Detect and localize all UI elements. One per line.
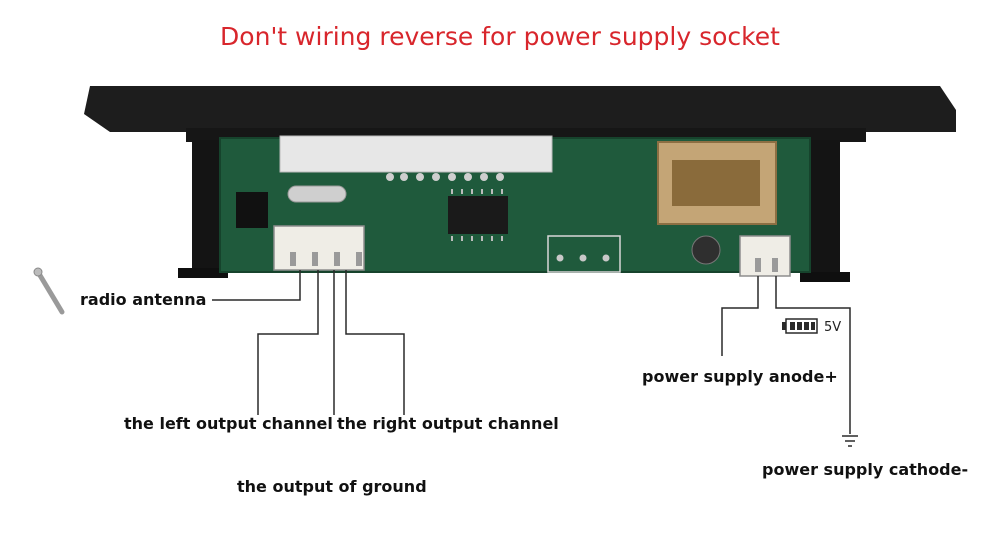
label-radio-antenna: radio antenna bbox=[80, 290, 207, 309]
pads bbox=[556, 254, 610, 262]
amplifier-chip-pins bbox=[451, 189, 503, 241]
capacitor bbox=[691, 235, 721, 265]
antenna-leader bbox=[212, 270, 301, 301]
battery-icon bbox=[782, 318, 818, 334]
warning-headline: Don't wiring reverse for power supply so… bbox=[220, 22, 780, 51]
label-power-cathode: power supply cathode- bbox=[762, 460, 969, 479]
ground-symbol bbox=[842, 435, 858, 447]
left-bracket bbox=[192, 140, 220, 278]
antenna-symbol bbox=[33, 267, 65, 315]
right-channel-leader bbox=[345, 270, 405, 415]
voltage-label: 5V bbox=[824, 320, 842, 335]
power-connector bbox=[739, 235, 791, 277]
leader-lines bbox=[212, 270, 851, 434]
crystal-oscillator bbox=[287, 185, 347, 203]
power-connector-pins bbox=[755, 258, 778, 272]
label-power-anode: power supply anode+ bbox=[642, 367, 838, 386]
cathode-leader bbox=[775, 276, 851, 434]
label-right-channel: the right output channel bbox=[337, 414, 559, 433]
amplifier-chip bbox=[448, 196, 508, 234]
tuner-chip bbox=[236, 192, 268, 228]
display-panel bbox=[279, 135, 553, 173]
label-left-channel: the left output channel bbox=[124, 414, 333, 433]
bezel bbox=[84, 86, 956, 132]
usb-port-opening bbox=[672, 160, 760, 206]
label-ground-output: the output of ground bbox=[237, 477, 427, 496]
anode-leader bbox=[721, 276, 759, 356]
silkscreen-block bbox=[547, 235, 621, 273]
right-bracket bbox=[810, 140, 840, 280]
audio-connector-pins bbox=[290, 252, 362, 266]
right-bracket-foot bbox=[800, 272, 850, 282]
panel-pins bbox=[386, 173, 504, 181]
left-channel-leader bbox=[257, 270, 319, 415]
left-bracket-foot bbox=[178, 268, 228, 278]
audio-connector bbox=[273, 225, 365, 271]
